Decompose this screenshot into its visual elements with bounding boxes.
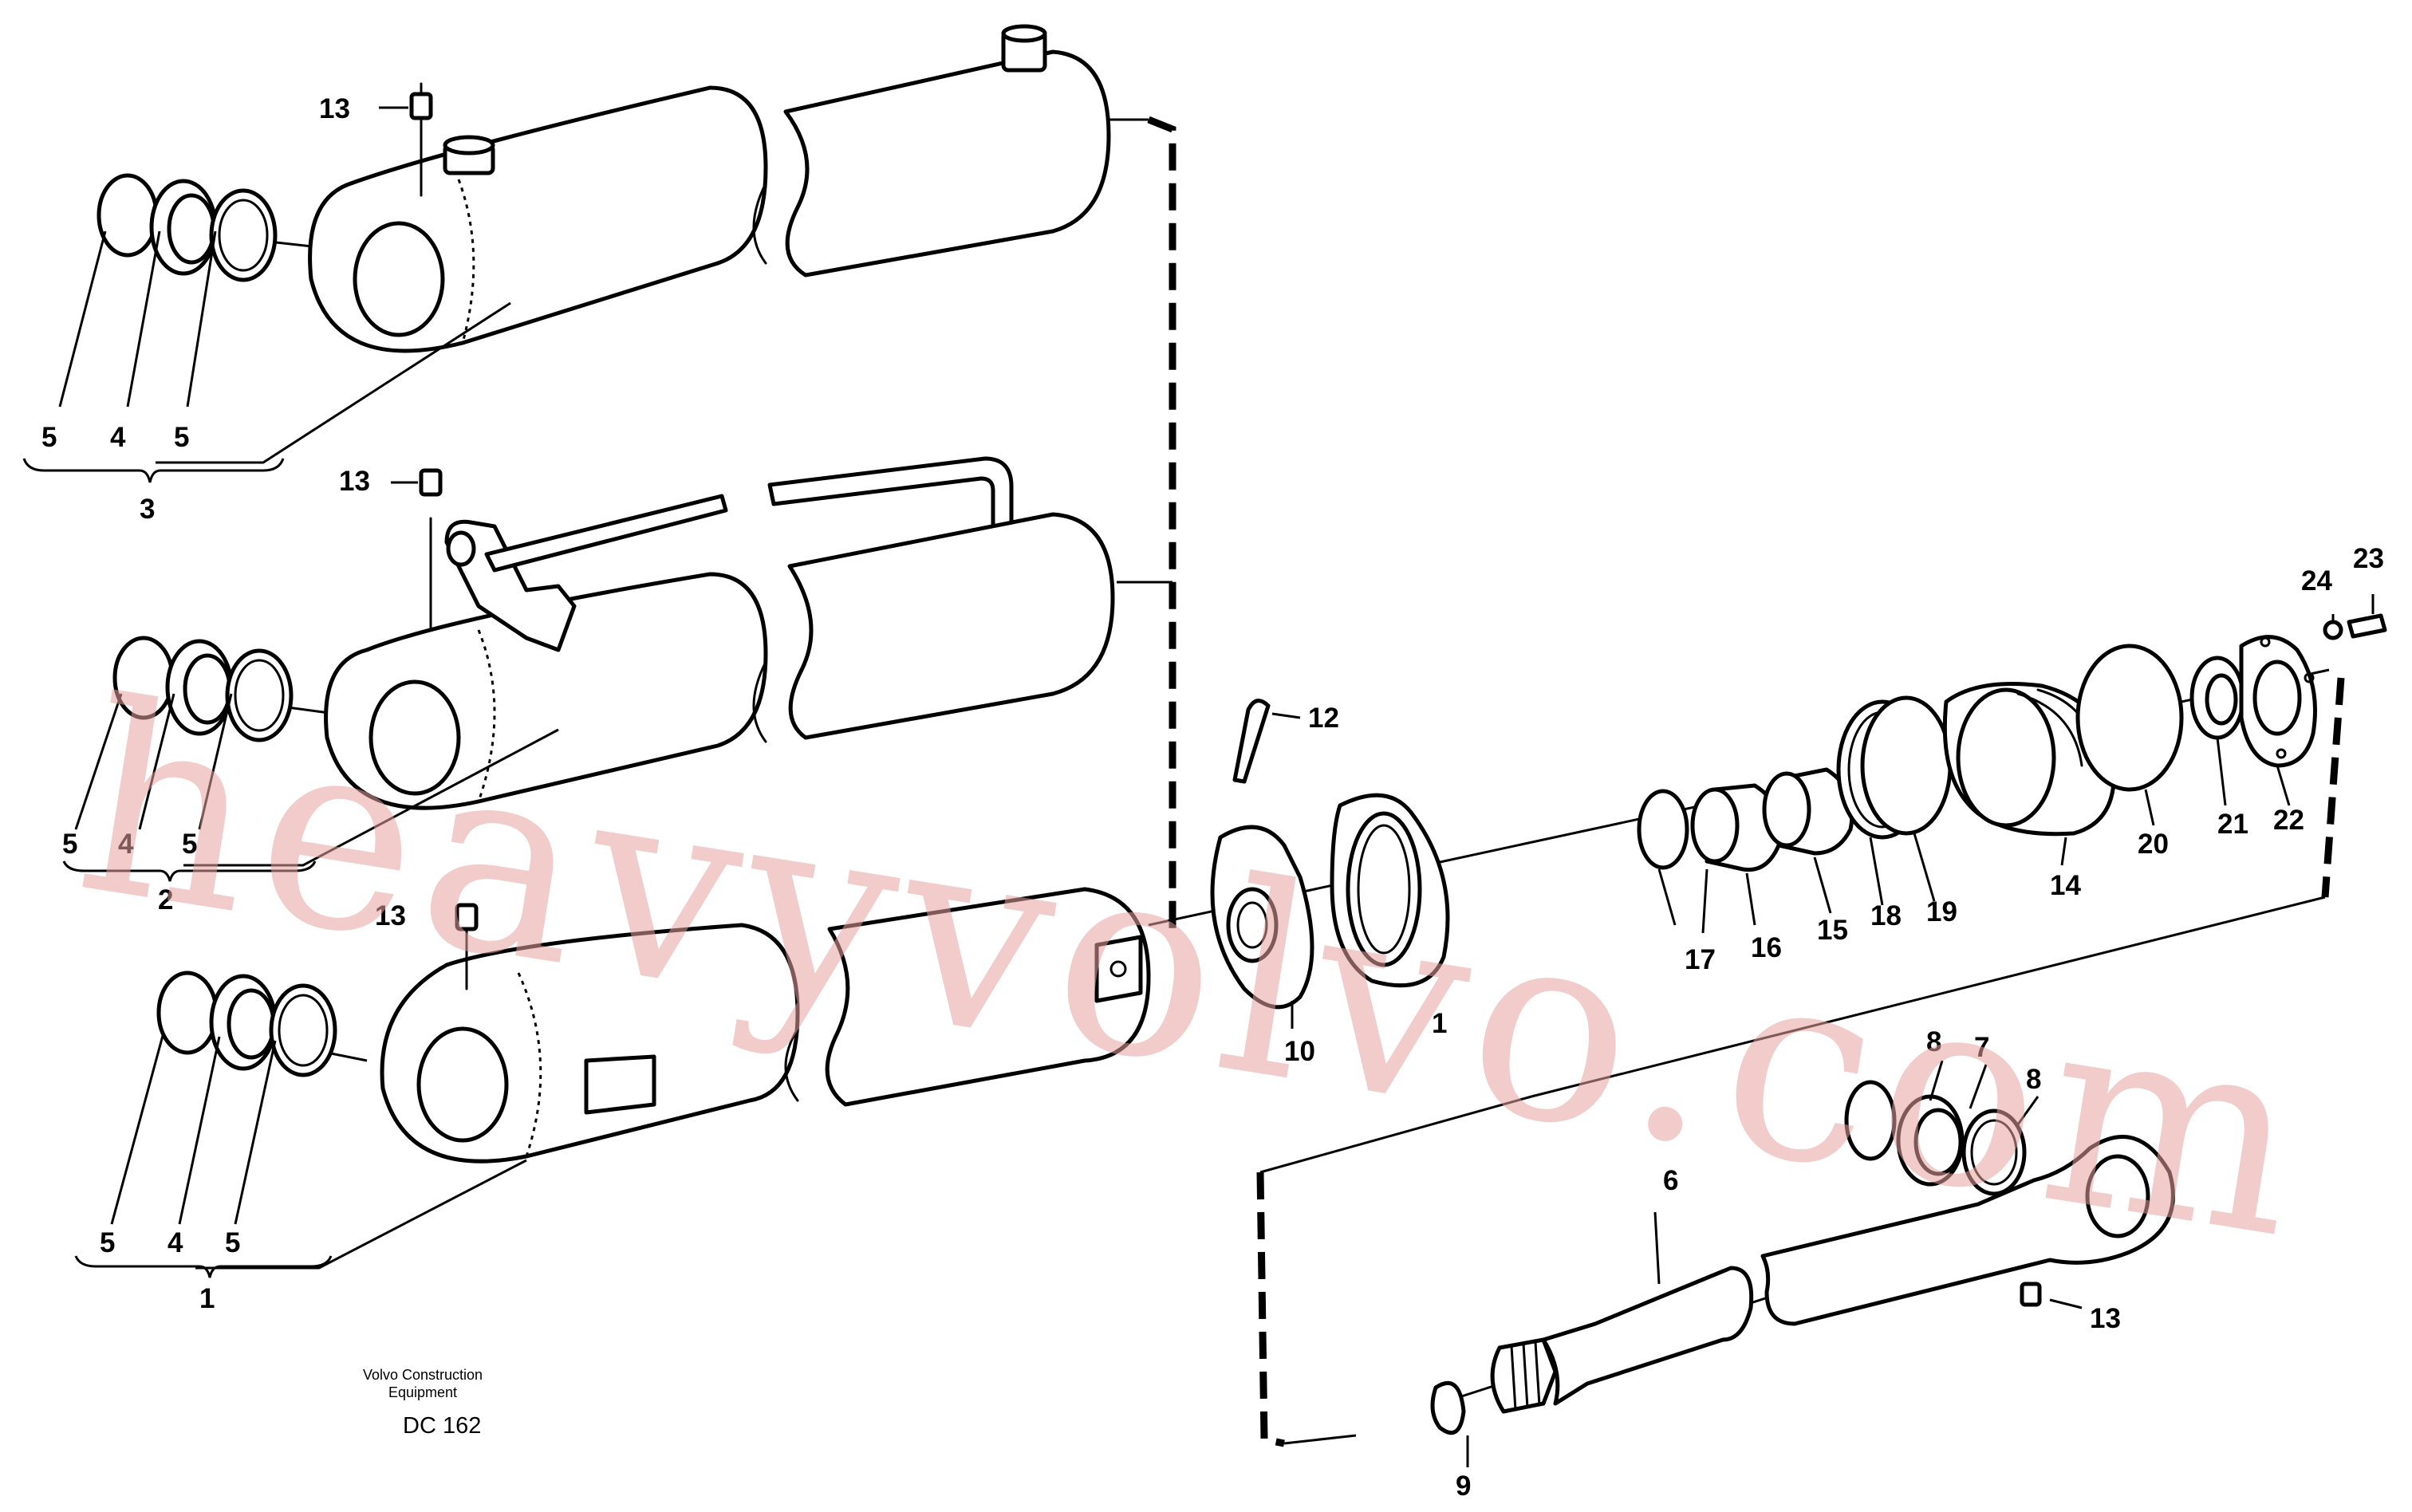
- piston-rod-6-end: [1760, 1135, 2175, 1326]
- callout-23: 23: [2353, 543, 2384, 574]
- callout-cylinder-2-5-right: 5: [182, 829, 197, 860]
- dashed-connectors: [1109, 116, 2345, 1447]
- callout-cylinder-1-1: 1: [199, 1283, 215, 1314]
- cylinder-1-circlip-left: [156, 971, 219, 1055]
- callout-9: 9: [1456, 1471, 1471, 1502]
- callout-19: 19: [1926, 896, 1957, 927]
- cylinder-2-grease-nipple: [419, 468, 443, 497]
- circlip-8-right: [1961, 1108, 2027, 1196]
- cylinder-2-pipe-fitting: [444, 519, 577, 652]
- callout-cylinder-2-13: 13: [339, 466, 370, 497]
- cylinder-2-circlip-right: [225, 648, 294, 742]
- seal-19: [1860, 695, 1953, 836]
- cylinder-2-eye-hole: [368, 679, 461, 796]
- callout-labels: 13 5 4 5 3 13 5 4 5 2 13 5 4 5 1 12 10 1…: [41, 93, 2384, 1502]
- callout-cylinder-3-4: 4: [110, 422, 126, 453]
- callout-cylinder-2-2: 2: [158, 884, 173, 915]
- callout-cylinder-3-13: 13: [319, 93, 350, 124]
- cylinder-2-tube-end: [787, 512, 1115, 740]
- callout-24: 24: [2301, 565, 2332, 597]
- callout-cylinder-2-5-left: 5: [62, 829, 77, 860]
- cylinder-3-circlip-left: [97, 173, 159, 258]
- rod-seal-9: [1430, 1380, 1466, 1435]
- callout-cylinder-3-3: 3: [140, 494, 155, 525]
- cylinder-1-grease-nipple: [455, 903, 479, 931]
- cylinder-3-tube-end: [783, 49, 1111, 278]
- callout-cylinder-3-5-left: 5: [41, 422, 57, 453]
- cylinder-1-circlip-right: [269, 983, 337, 1077]
- split-pin: [1232, 699, 1271, 784]
- callout-22: 22: [2273, 805, 2304, 836]
- callout-12: 12: [1308, 703, 1339, 734]
- callout-cylinder-2-4: 4: [118, 829, 134, 860]
- cylinder-3-eye-hole: [353, 221, 445, 337]
- callout-8-left: 8: [1926, 1026, 1941, 1057]
- washer-24: [2323, 620, 2343, 640]
- callout-20: 20: [2138, 829, 2169, 860]
- callout-1: 1: [1432, 1008, 1447, 1039]
- cylinder-3-grease-nipple: [409, 92, 433, 120]
- cylinder-3-circlip-right: [209, 188, 278, 282]
- callout-cylinder-1-5-right: 5: [225, 1227, 240, 1258]
- callout-6: 6: [1663, 1165, 1678, 1196]
- cylinder-2-assembly: [62, 456, 1115, 882]
- rod-grease-nipple: [2020, 1282, 2042, 1307]
- drawing-code: DC 162: [403, 1413, 481, 1439]
- cylinder-3-assembly: [22, 24, 1111, 483]
- cylinder-1-assembly: [74, 887, 1151, 1278]
- callout-cylinder-3-5-right: 5: [174, 422, 189, 453]
- manufacturer-line-2: Equipment: [388, 1384, 457, 1400]
- o-ring-20: [2075, 644, 2184, 792]
- cylinder-1-eye-hole: [416, 1026, 509, 1143]
- callout-17: 17: [1685, 944, 1716, 975]
- callout-13-rod: 13: [2090, 1303, 2121, 1334]
- callout-cylinder-1-13: 13: [375, 900, 406, 931]
- rod-eye-hole: [2085, 1154, 2150, 1238]
- cylinder-1-port-block-end: [1094, 935, 1143, 1003]
- callout-16: 16: [1751, 932, 1782, 963]
- circlip-8-left: [1844, 1080, 1897, 1161]
- cylinder-1-tube-end: [825, 887, 1151, 1107]
- callout-cylinder-1-5-left: 5: [100, 1227, 115, 1258]
- callout-21: 21: [2217, 809, 2248, 840]
- lock-ring-17: [1637, 789, 1689, 870]
- manufacturer-line-1: Volvo Construction: [363, 1367, 483, 1383]
- piston-rod-6: [1541, 1266, 1754, 1406]
- piston-head-parts: [1148, 594, 2387, 1029]
- piston-rod-assembly: [1430, 1060, 2175, 1467]
- drawing-footnote: Volvo Construction Equipment DC 162: [363, 1367, 483, 1439]
- callout-8-right: 8: [2026, 1064, 2041, 1095]
- callout-cylinder-1-4: 4: [168, 1227, 183, 1258]
- callout-7: 7: [1974, 1032, 1989, 1063]
- callout-15: 15: [1817, 915, 1848, 946]
- cylinder-2-pipe: [484, 494, 728, 573]
- cylinder-1-port-block: [584, 1054, 656, 1115]
- callout-18: 18: [1870, 900, 1902, 931]
- callout-10: 10: [1284, 1036, 1315, 1067]
- screw-23: [2347, 613, 2387, 639]
- callout-14: 14: [2050, 870, 2081, 901]
